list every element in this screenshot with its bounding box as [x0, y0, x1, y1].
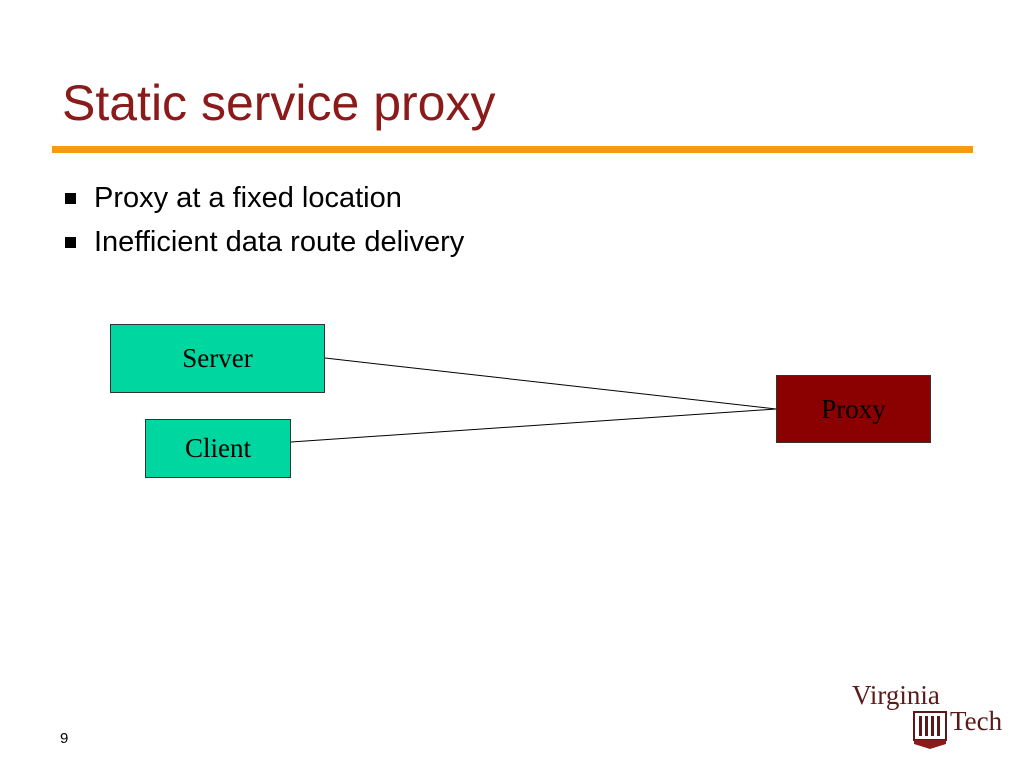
vt-seal-icon [913, 711, 947, 749]
proxy-node: Proxy [776, 375, 931, 443]
bullet-item: Proxy at a fixed location [62, 180, 464, 224]
bullet-item: Inefficient data route delivery [62, 224, 464, 268]
square-bullet-icon [65, 237, 76, 248]
bullet-text: Proxy at a fixed location [94, 182, 402, 214]
title-underline [52, 146, 973, 153]
logo-line-1: Virginia [852, 680, 940, 710]
server-node: Server [110, 324, 325, 393]
server-proxy-link [324, 357, 777, 410]
bullet-text: Inefficient data route delivery [94, 226, 465, 258]
slide-title: Static service proxy [62, 75, 496, 131]
proxy-node-label: Proxy [821, 393, 886, 424]
bullet-list: Proxy at a fixed location Inefficient da… [62, 180, 464, 268]
page-number: 9 [60, 730, 69, 747]
server-node-label: Server [182, 343, 253, 373]
logo-line-2: Tech [950, 706, 1003, 736]
client-proxy-link [290, 408, 777, 443]
virginia-tech-logo: Virginia Tech [852, 680, 1012, 752]
square-bullet-icon [65, 193, 76, 204]
client-node-label: Client [185, 433, 251, 463]
client-node: Client [145, 419, 291, 478]
